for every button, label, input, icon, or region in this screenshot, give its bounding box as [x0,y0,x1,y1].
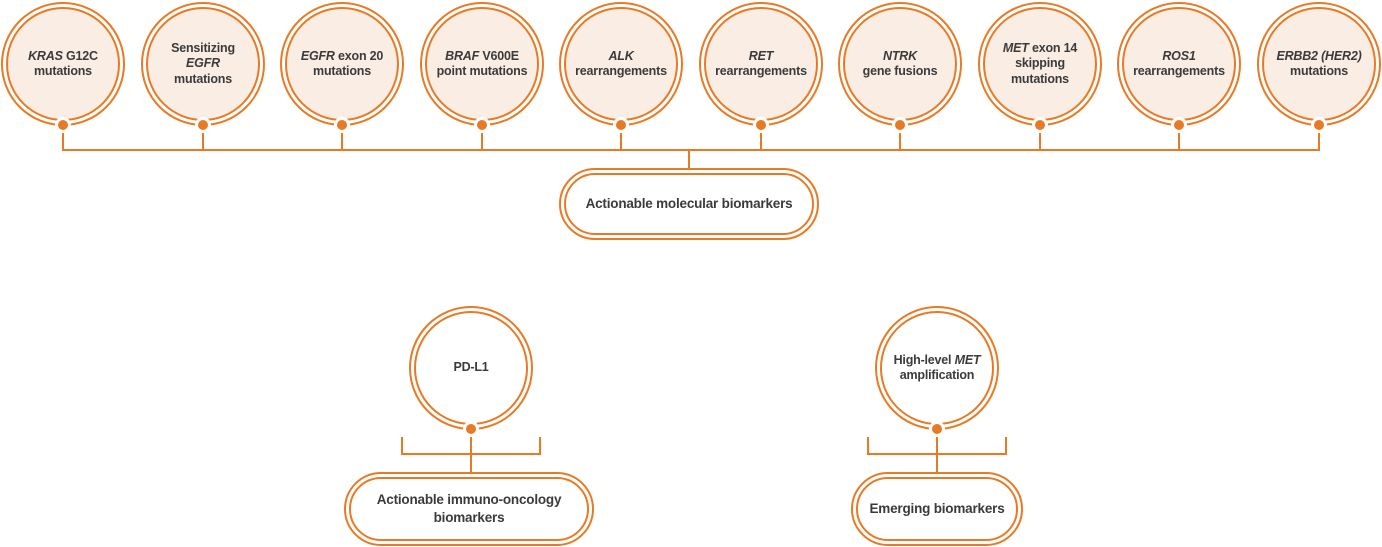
connector-stub [202,125,204,151]
connector-stub [936,429,938,474]
connector-dot [892,117,908,133]
pill-fill: Actionable molecular biomarkers [564,173,814,235]
connector-dot [195,117,211,133]
circle-fill: PD-L1 [414,311,528,425]
connector-stub [620,125,622,151]
pill-label: Actionable molecular biomarkers [585,196,793,212]
connector-dot [1311,117,1327,133]
connector-dot [753,117,769,133]
connector-stub [62,125,64,151]
group-label-actionable-molecular: Actionable molecular biomarkers [559,168,819,240]
connector-dot [929,421,945,437]
connector-dot [55,117,71,133]
connector-dot [1171,117,1187,133]
connector-bracket [401,453,541,455]
connector-stub [1039,125,1041,151]
pill-fill: Emerging biomarkers [856,477,1018,541]
connector-dot [1032,117,1048,133]
connector-stub [1178,125,1180,151]
connector-stub [899,125,901,151]
connector-bus [62,149,1320,151]
connector-dot [334,117,350,133]
connector-stub [341,125,343,151]
circle-label: ERBB2 (HER2)mutations [1276,48,1362,78]
connector-stub [1318,125,1320,151]
connector-drop [688,149,690,170]
connector-bracket [867,453,1007,455]
biomarker-circle-erbb2-her2: ERBB2 (HER2)mutations [1257,2,1381,126]
bracket-right-tick [539,437,541,455]
connector-dot [474,117,490,133]
group-label-emerging: Emerging biomarkers [851,472,1023,546]
bracket-left-tick [867,437,869,455]
biomarker-circle-pd-l1: PD-L1 [409,306,533,430]
bracket-right-tick [1005,437,1007,455]
bracket-left-tick [401,437,403,455]
connector-stub [470,429,472,474]
connector-dot [613,117,629,133]
connector-dot [463,421,479,437]
connector-stub [760,125,762,151]
connector-stub [481,125,483,151]
circle-fill: ERBB2 (HER2)mutations [1262,7,1376,121]
circle-label: PD-L1 [453,360,489,375]
pill-label: Emerging biomarkers [869,501,1005,517]
